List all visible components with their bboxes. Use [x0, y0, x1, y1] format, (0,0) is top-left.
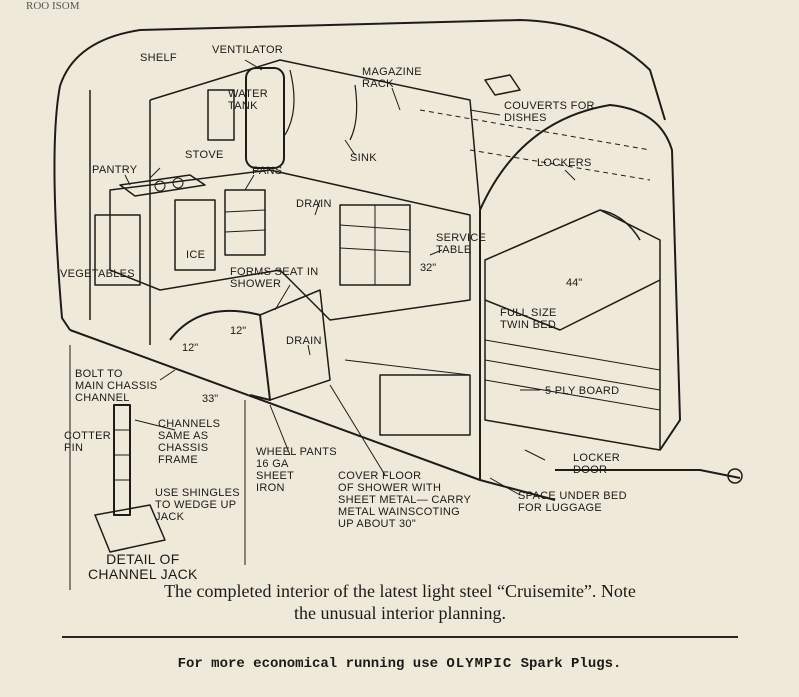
- caption-line-2: the unusual interior planning.: [294, 603, 506, 623]
- figure-caption: The completed interior of the latest lig…: [40, 580, 760, 624]
- label-wheel-pants: WHEEL PANTS 16 GA SHEET IRON: [256, 446, 337, 494]
- ventilator: [484, 74, 521, 96]
- label-pantry: PANTRY: [92, 164, 138, 176]
- label-full-size-bed: FULL SIZE TWIN BED: [500, 307, 557, 331]
- dimension-32: 32": [420, 262, 437, 274]
- divider-rule: [62, 636, 738, 638]
- label-stove: STOVE: [185, 149, 224, 161]
- footer-prefix: For more economical running use: [177, 656, 447, 672]
- label-service-table: SERVICE TABLE: [436, 232, 487, 256]
- label-lockers: LOCKERS: [537, 157, 592, 169]
- floor-line: [69, 329, 481, 481]
- pans-drawers: [224, 189, 266, 256]
- hitch: [555, 469, 741, 479]
- label-cover-floor: COVER FLOOR OF SHOWER WITH SHEET METAL— …: [338, 470, 472, 530]
- label-vegetables: VEGETABLES: [60, 268, 135, 280]
- label-locker-door: LOCKER DOOR: [573, 452, 621, 476]
- wheel-pant: [169, 309, 271, 401]
- footer-brand: OLYMPIC: [446, 656, 513, 672]
- caption-line-1: The completed interior of the latest lig…: [164, 581, 636, 601]
- label-shelf: SHELF: [140, 52, 177, 64]
- dimension-33: 33": [202, 393, 219, 405]
- label-couverts: COUVERTS FOR DISHES: [504, 100, 595, 124]
- label-drain-shower: DRAIN: [286, 335, 322, 347]
- dimension-12a: 12": [230, 325, 247, 337]
- label-magazine-rack: MAGAZINE RACK: [362, 66, 422, 90]
- footer-advertisement: For more economical running use OLYMPIC …: [0, 656, 799, 672]
- stove: [119, 174, 206, 197]
- header-fragment: ROO ISOM: [26, 0, 80, 12]
- label-space-under-bed: SPACE UNDER BED FOR LUGGAGE: [518, 490, 627, 514]
- front-edge: [479, 210, 556, 501]
- channel-jack: [113, 404, 131, 516]
- front-cap: [479, 104, 681, 451]
- jack-base: [94, 504, 166, 553]
- label-use-shingles: USE SHINGLES TO WEDGE UP JACK: [155, 487, 240, 523]
- label-cotter-pin: COTTER PIN: [64, 430, 112, 454]
- label-bolt-chassis: BOLT TO MAIN CHASSIS CHANNEL: [75, 368, 158, 404]
- water-tank: [245, 67, 285, 169]
- label-water-tank: WATER TANK: [228, 88, 268, 112]
- icebox: [174, 199, 216, 271]
- roof-outline: [59, 19, 666, 121]
- window: [207, 89, 235, 141]
- footer-suffix: Spark Plugs.: [512, 656, 622, 672]
- dimension-12b: 12": [182, 342, 199, 354]
- label-ice: ICE: [186, 249, 206, 261]
- label-pans: PANS: [252, 165, 283, 177]
- label-forms-seat: FORMS SEAT IN SHOWER: [230, 266, 319, 290]
- label-detail-channel-jack: DETAIL OF CHANNEL JACK: [88, 551, 198, 582]
- label-channels-same: CHANNELS SAME AS CHASSIS FRAME: [158, 418, 221, 466]
- luggage-compartment: [379, 374, 471, 436]
- dimension-44: 44": [566, 277, 583, 289]
- rear-wall: [53, 85, 71, 331]
- label-ventilator: VENTILATOR: [212, 44, 284, 56]
- label-sink: SINK: [350, 152, 377, 164]
- label-drain-top: DRAIN: [296, 198, 332, 210]
- vegetable-bin: [94, 214, 141, 286]
- label-five-ply: 5 PLY BOARD: [545, 385, 620, 397]
